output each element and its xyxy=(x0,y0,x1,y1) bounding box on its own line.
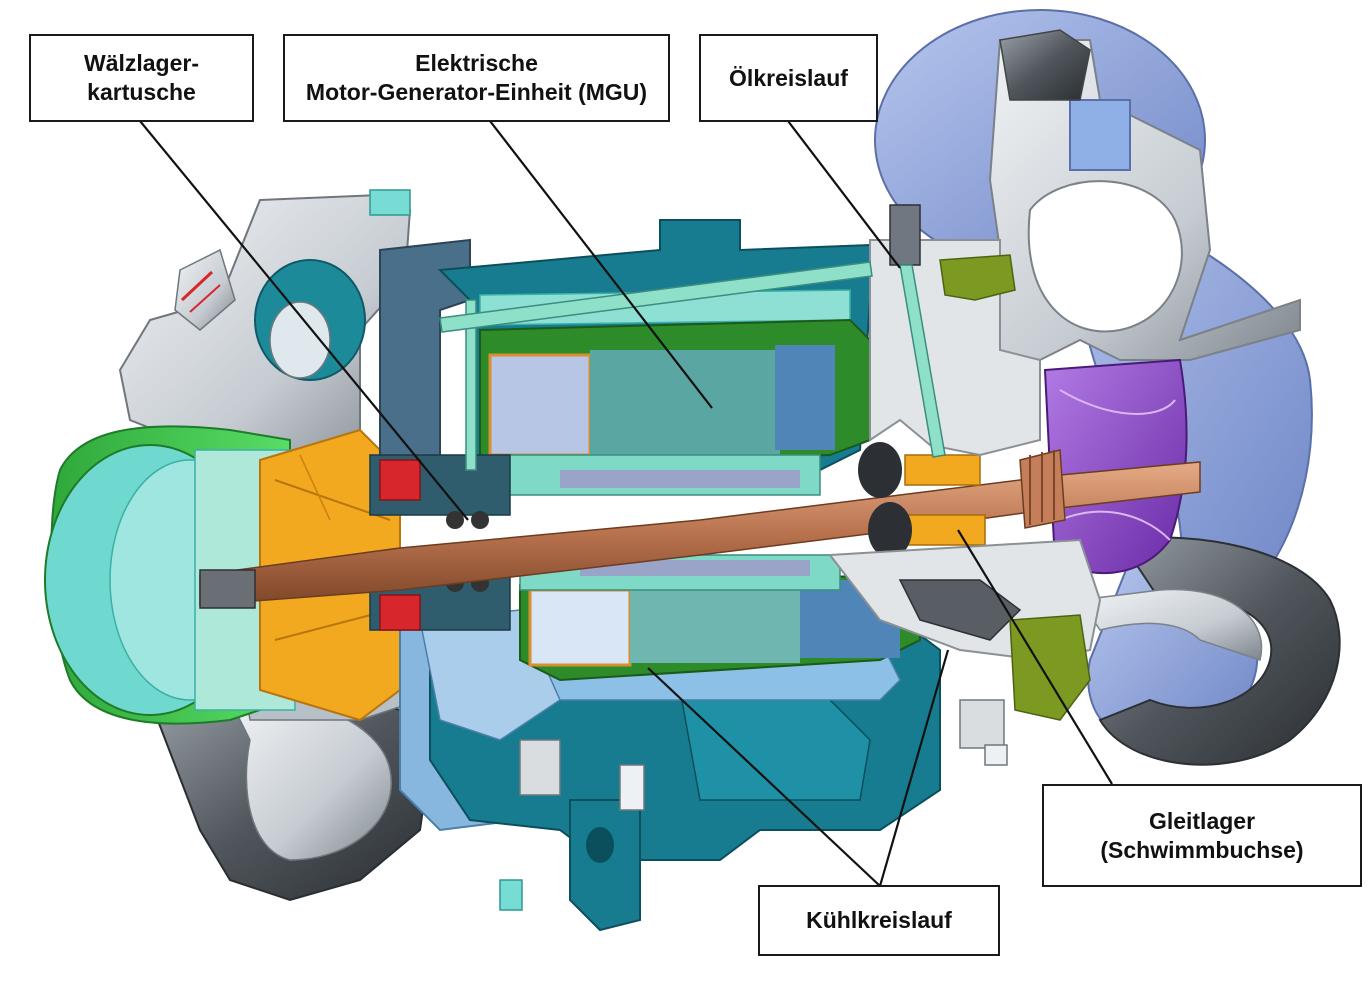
callout-oil-circuit: Ölkreislauf xyxy=(699,34,878,122)
oil-feed-line xyxy=(439,204,946,471)
callout-rolling-bearing-cartridge: Wälzlager- kartusche xyxy=(29,34,254,122)
leader-rolling-bearing xyxy=(139,120,469,521)
leader-mgu xyxy=(489,120,713,409)
leader-lines xyxy=(139,120,1113,887)
callout-text: Kühlkreislauf xyxy=(806,907,952,933)
floating-bush-bearing xyxy=(858,442,986,558)
turbine-volute-outlet xyxy=(1078,536,1341,766)
bolts xyxy=(369,189,1008,911)
callout-line-2: kartusche xyxy=(87,79,196,105)
callout-line-2: Motor-Generator-Einheit (MGU) xyxy=(305,79,648,105)
callout-mgu: Elektrische Motor-Generator-Einheit (MGU… xyxy=(283,34,670,122)
mounting-brackets xyxy=(939,254,1091,721)
leader-cooling-2 xyxy=(878,649,950,887)
callout-cooling-circuit: Kühlkreislauf xyxy=(758,885,1000,956)
leader-cooling-1 xyxy=(647,667,881,887)
callout-line-1: Wälzlager- xyxy=(83,50,200,76)
shaft xyxy=(199,449,1201,609)
compressor-housing xyxy=(118,193,412,471)
turbine-housing-gray-body xyxy=(978,29,1301,362)
callout-plain-bearing: Gleitlager (Schwimmbuchse) xyxy=(1042,784,1362,887)
leader-oil-circuit xyxy=(787,120,901,269)
callout-text: Ölkreislauf xyxy=(729,64,848,91)
callout-line-1: Gleitlager xyxy=(1148,807,1256,834)
leader-plain-bearing xyxy=(957,529,1113,785)
rolling-bearing-cartridge xyxy=(369,454,511,631)
callout-line-2: (Schwimmbuchse) xyxy=(1100,836,1304,863)
callout-line-1: Elektrische xyxy=(415,50,538,76)
stator-upper xyxy=(479,318,871,467)
rotor xyxy=(489,454,841,591)
